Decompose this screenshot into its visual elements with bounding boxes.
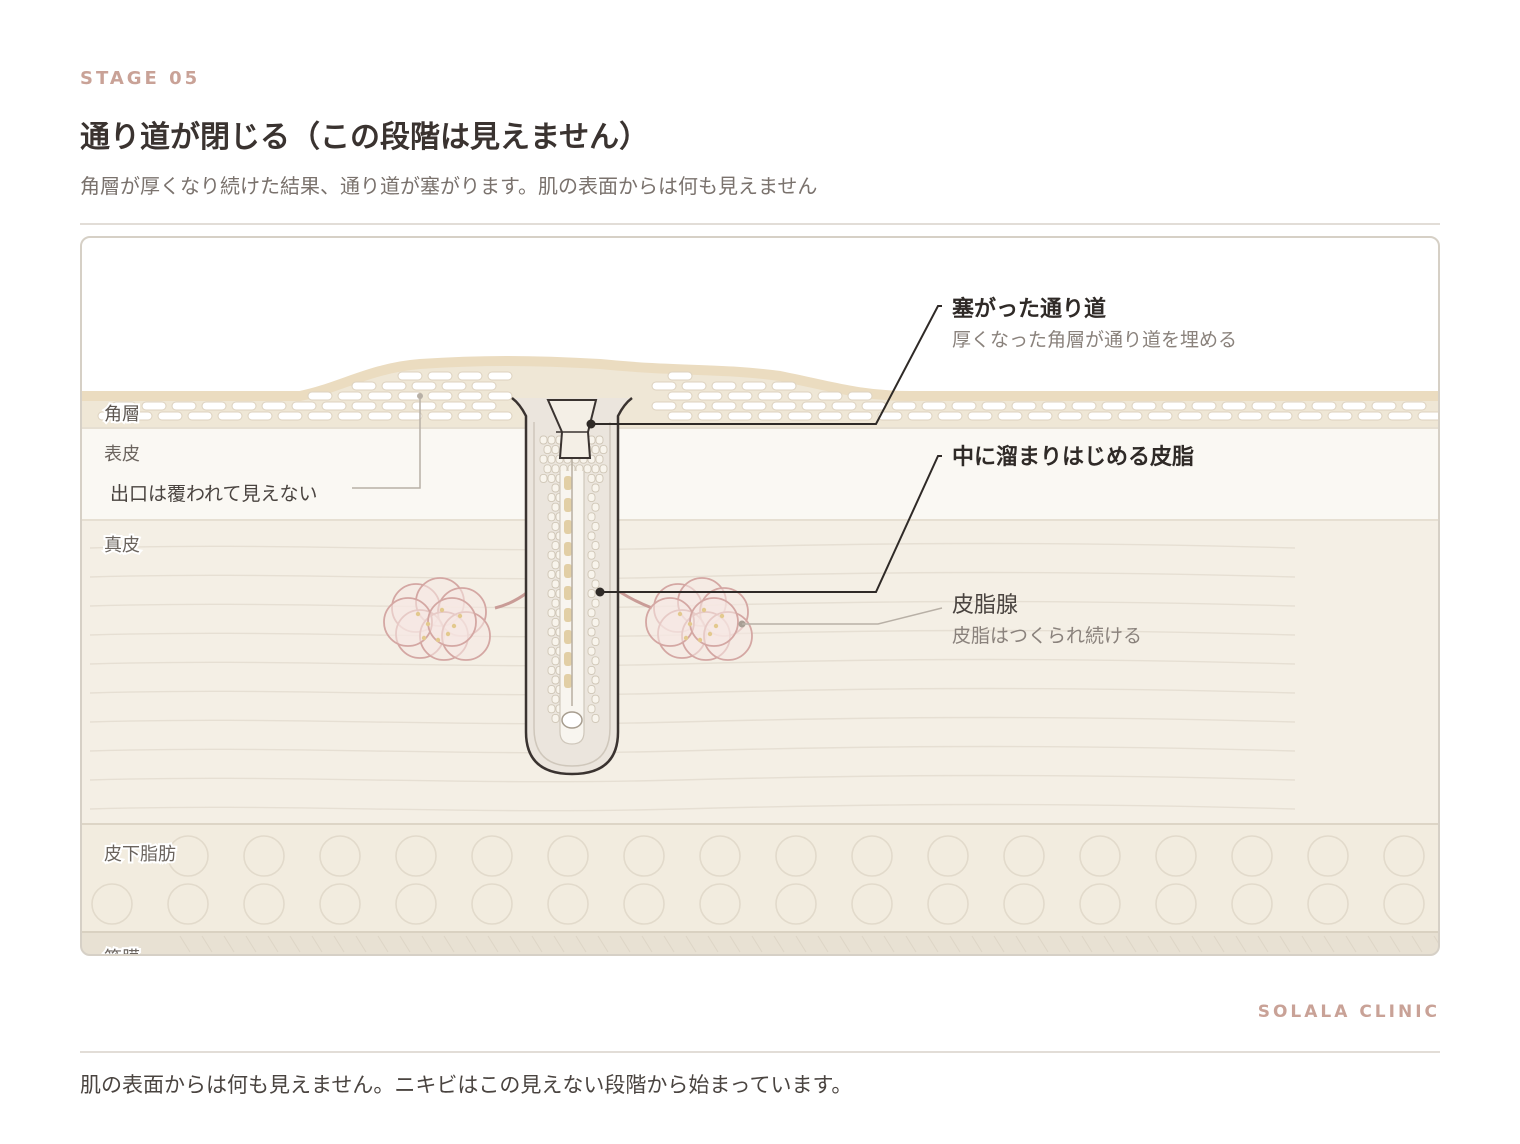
sebum-drops <box>564 476 572 688</box>
layer-label-corneum: 角層 <box>104 404 140 425</box>
gland-title: 皮脂腺 <box>952 593 1018 618</box>
gland-duct-right <box>619 590 653 610</box>
skin-cross-section-svg: 角層 表皮 真皮 皮下脂肪 筋膜 出口は覆われて見えない 塞がった通り道 厚くな… <box>80 236 1440 956</box>
subcutaneous-fat-layer <box>81 824 1439 932</box>
skin-surface-line <box>81 356 1439 401</box>
layer-label-fascia: 筋膜 <box>104 948 140 956</box>
gland-leader-line <box>742 607 943 625</box>
page-subtitle: 角層が厚くなり続けた結果、通り道が塞がります。肌の表面からは何も見えません <box>80 174 818 198</box>
epidermis-layer <box>81 428 1439 520</box>
layer-label-subcutaneous: 皮下脂肪 <box>104 844 176 865</box>
sebaceous-gland-right <box>645 577 753 661</box>
layer-label-dermis: 真皮 <box>104 535 140 556</box>
sebaceous-gland-left <box>383 577 491 661</box>
blocked-passage-desc: 厚くなった角層が通り道を埋める <box>952 329 1237 351</box>
footer-note: 肌の表面からは何も見えません。ニキビはこの見えない段階から始まっています。 <box>80 1073 853 1097</box>
hair-bulb <box>561 711 583 729</box>
top-divider <box>80 223 1440 225</box>
blocked-leader-line <box>591 305 942 425</box>
dermis-layer <box>81 520 1439 824</box>
fascia-hatch <box>179 935 1439 953</box>
brand-name: SOLALA CLINIC <box>1257 1002 1440 1022</box>
gland-desc: 皮脂はつくられ続ける <box>952 625 1142 647</box>
sebum-leader-line <box>600 455 942 593</box>
sebum-accumulating-title: 中に溜まりはじめる皮脂 <box>952 444 1194 470</box>
exit-leader-line <box>352 396 421 489</box>
blocked-passage-title: 塞がった通り道 <box>952 296 1106 322</box>
skin-diagram: 角層 表皮 真皮 皮下脂肪 筋膜 出口は覆われて見えない 塞がった通り道 厚くな… <box>80 236 1440 956</box>
page-title: 通り道が閉じる（この段階は見えません） <box>80 120 650 155</box>
fascia-layer <box>81 932 1439 955</box>
layer-label-epidermis: 表皮 <box>104 444 140 465</box>
exit-covered-label: 出口は覆われて見えない <box>110 483 317 505</box>
bottom-divider <box>80 1051 1440 1053</box>
diagram-frame <box>80 236 1440 956</box>
corneum-cells <box>97 371 1439 421</box>
stage-label: STAGE 05 <box>80 68 201 89</box>
fat-cells <box>91 835 1425 925</box>
